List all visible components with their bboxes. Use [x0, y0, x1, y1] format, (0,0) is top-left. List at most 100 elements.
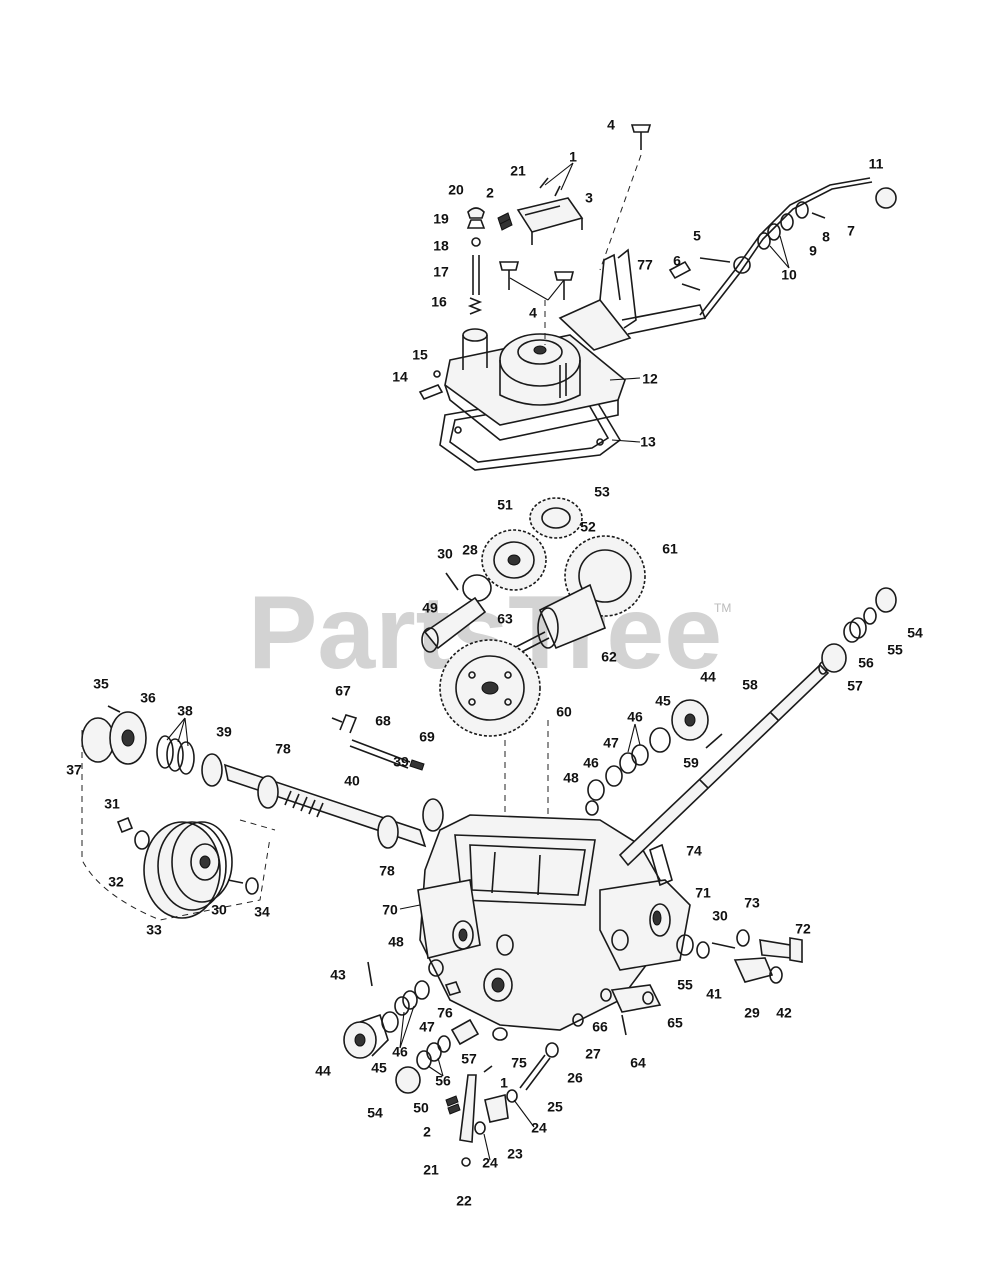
- part-callout-2: 2: [486, 185, 494, 201]
- gear-cluster: [421, 497, 646, 830]
- upper-cover-assembly: [418, 124, 897, 471]
- part-callout-35: 35: [93, 676, 109, 692]
- part-callout-51: 51: [497, 497, 513, 513]
- part-callout-5: 5: [693, 228, 701, 244]
- part-callout-33: 33: [146, 922, 162, 938]
- part-callout-34: 34: [254, 904, 270, 920]
- part-callout-55: 55: [677, 977, 693, 993]
- part-callout-32: 32: [108, 874, 124, 890]
- part-callout-20: 20: [448, 182, 464, 198]
- part-callout-4: 4: [607, 117, 615, 133]
- part-callout-64: 64: [630, 1055, 646, 1071]
- part-callout-52: 52: [580, 519, 596, 535]
- part-callout-57: 57: [847, 678, 863, 694]
- part-callout-56: 56: [435, 1073, 451, 1089]
- part-callout-8: 8: [822, 229, 830, 245]
- part-callout-24: 24: [531, 1120, 547, 1136]
- part-callout-73: 73: [744, 895, 760, 911]
- right-axle-assembly: [585, 587, 897, 887]
- part-callout-74: 74: [686, 843, 702, 859]
- part-callout-41: 41: [706, 986, 722, 1002]
- part-callout-57: 57: [461, 1051, 477, 1067]
- part-callout-45: 45: [655, 693, 671, 709]
- part-callout-37: 37: [66, 762, 82, 778]
- part-callout-55: 55: [887, 642, 903, 658]
- part-callout-19: 19: [433, 211, 449, 227]
- part-callout-53: 53: [594, 484, 610, 500]
- part-callout-78: 78: [379, 863, 395, 879]
- part-callout-36: 36: [140, 690, 156, 706]
- part-callout-46: 46: [392, 1044, 408, 1060]
- part-callout-4: 4: [529, 305, 537, 321]
- part-callout-43: 43: [330, 967, 346, 983]
- part-callout-6: 6: [673, 253, 681, 269]
- part-callout-76: 76: [437, 1005, 453, 1021]
- part-callout-56: 56: [858, 655, 874, 671]
- part-callout-25: 25: [547, 1099, 563, 1115]
- part-callout-42: 42: [776, 1005, 792, 1021]
- part-callout-13: 13: [640, 434, 656, 450]
- part-callout-47: 47: [419, 1019, 435, 1035]
- part-callout-11: 11: [869, 156, 884, 172]
- part-callout-72: 72: [795, 921, 811, 937]
- transmission-case: [417, 814, 691, 1031]
- part-callout-38: 38: [177, 703, 193, 719]
- part-callout-48: 48: [388, 934, 404, 950]
- left-pulley-assembly: [81, 705, 444, 921]
- right-small-parts: [600, 929, 803, 1036]
- lower-parts: [343, 959, 584, 1167]
- part-callout-12: 12: [642, 371, 658, 387]
- part-callout-66: 66: [592, 1019, 608, 1035]
- part-callout-77: 77: [637, 257, 653, 273]
- part-callout-3: 3: [585, 190, 593, 206]
- part-callout-2: 2: [423, 1124, 431, 1140]
- part-callout-40: 40: [344, 773, 360, 789]
- part-callout-22: 22: [456, 1193, 472, 1209]
- part-callout-39: 39: [393, 754, 409, 770]
- part-callout-21: 21: [510, 163, 526, 179]
- part-callout-44: 44: [700, 669, 716, 685]
- part-callout-54: 54: [367, 1105, 383, 1121]
- part-callout-68: 68: [375, 713, 391, 729]
- part-callout-15: 15: [412, 347, 428, 363]
- part-callout-7: 7: [847, 223, 855, 239]
- part-callout-58: 58: [742, 677, 758, 693]
- part-callout-26: 26: [567, 1070, 583, 1086]
- watermark-trademark: TM: [714, 601, 731, 615]
- part-callout-63: 63: [497, 611, 513, 627]
- part-callout-67: 67: [335, 683, 351, 699]
- part-callout-69: 69: [419, 729, 435, 745]
- part-callout-14: 14: [392, 369, 408, 385]
- part-callout-71: 71: [695, 885, 711, 901]
- part-callout-50: 50: [413, 1100, 429, 1116]
- part-callout-61: 61: [662, 541, 678, 557]
- part-callout-59: 59: [683, 755, 699, 771]
- part-callout-70: 70: [382, 902, 398, 918]
- part-callout-62: 62: [601, 649, 617, 665]
- part-callout-48: 48: [563, 770, 579, 786]
- part-callout-47: 47: [603, 735, 619, 751]
- part-callout-49: 49: [422, 600, 438, 616]
- part-callout-30: 30: [211, 902, 227, 918]
- part-callout-44: 44: [315, 1063, 331, 1079]
- part-callout-1: 1: [500, 1075, 508, 1091]
- part-callout-60: 60: [556, 704, 572, 720]
- part-callout-27: 27: [585, 1046, 601, 1062]
- part-callout-75: 75: [511, 1055, 527, 1071]
- part-callout-29: 29: [744, 1005, 760, 1021]
- part-callout-54: 54: [907, 625, 923, 641]
- part-callout-46: 46: [583, 755, 599, 771]
- part-callout-9: 9: [809, 243, 817, 259]
- part-callout-45: 45: [371, 1060, 387, 1076]
- part-callout-16: 16: [431, 294, 447, 310]
- part-callout-23: 23: [507, 1146, 523, 1162]
- leader-lines: [166, 162, 790, 1161]
- part-callout-17: 17: [433, 264, 449, 280]
- part-callout-28: 28: [462, 542, 478, 558]
- part-callout-18: 18: [433, 238, 449, 254]
- part-callout-30: 30: [712, 908, 728, 924]
- part-callout-31: 31: [104, 796, 120, 812]
- part-callout-30: 30: [437, 546, 453, 562]
